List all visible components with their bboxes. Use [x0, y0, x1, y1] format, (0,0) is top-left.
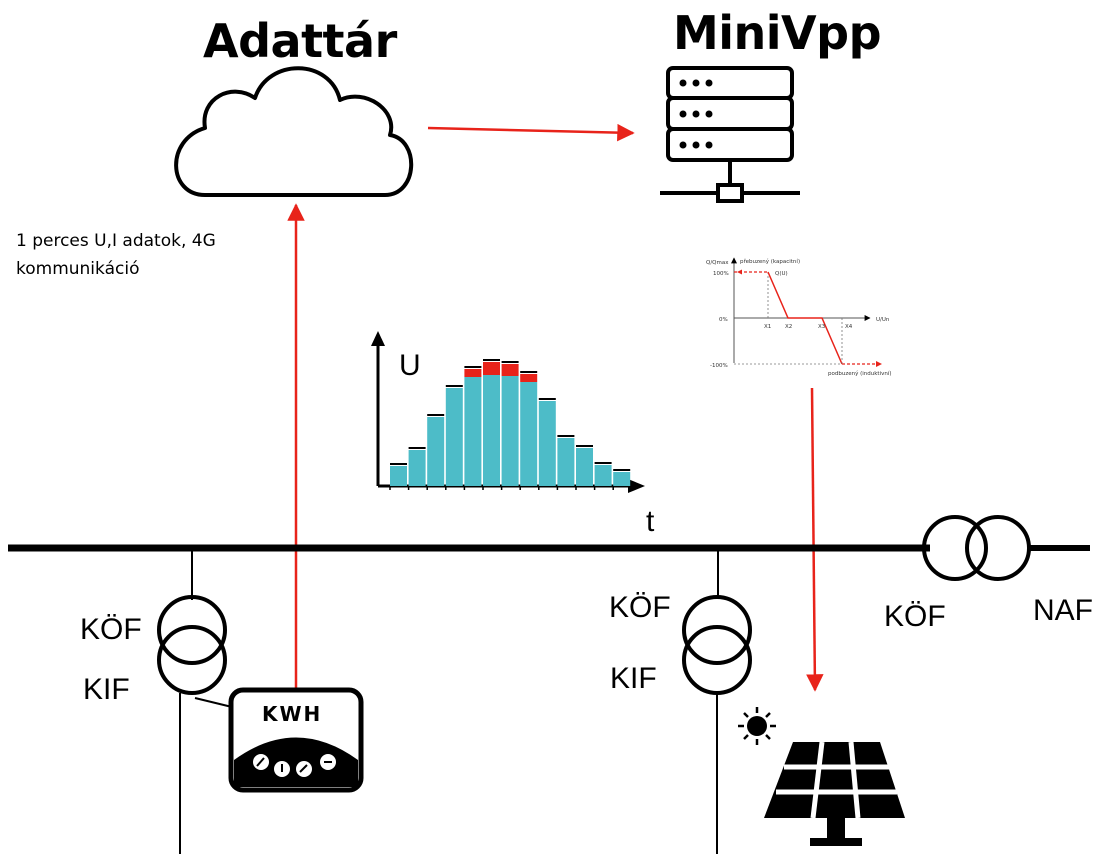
mini-chart-overflow — [520, 374, 538, 382]
transformer-mid — [682, 595, 752, 695]
mini-chart-overflow — [483, 362, 500, 375]
transformer-koef-naf — [922, 515, 1031, 581]
mini-chart-x-label: t — [646, 505, 655, 538]
mini-chart-cap — [520, 371, 538, 373]
mini-chart-bar — [427, 417, 445, 486]
qu-curve-chart — [731, 257, 882, 367]
qu-label-minus100: -100% — [710, 363, 728, 369]
mini-chart-cap — [408, 447, 426, 449]
qu-y-label: Q/Qmax — [706, 260, 729, 266]
mini-chart-bar — [464, 377, 482, 486]
mini-chart-cap — [427, 414, 445, 416]
data-note: 1 perces U,I adatok, 4G kommunikáció — [16, 227, 216, 283]
qu-tick-x3: X3 — [818, 324, 826, 330]
mini-chart-bar — [408, 450, 426, 486]
qu-tick-x4: X4 — [845, 324, 853, 330]
mini-chart-bar — [538, 401, 556, 486]
mini-chart-cap — [464, 366, 482, 368]
sun-icon — [738, 707, 776, 745]
mini-chart-overflow — [501, 364, 519, 376]
mini-chart-bar — [557, 438, 575, 486]
mini-chart-cap — [483, 359, 500, 361]
data-note-line2: kommunikáció — [16, 259, 140, 279]
qu-bottom-label: podbuzený (induktivní) — [828, 370, 892, 377]
qu-curve-name: Q(U) — [775, 271, 788, 277]
solar-panel-icon — [764, 741, 905, 846]
qu-tick-x2: X2 — [785, 324, 792, 330]
vpp-to-solar-arrow — [806, 387, 824, 692]
mini-chart-cap — [557, 435, 575, 437]
left-lv-label: KIF — [83, 673, 130, 706]
meter-connection — [194, 697, 233, 708]
mini-chart-bar — [576, 448, 593, 486]
qu-x-label: U/Un — [876, 317, 890, 323]
cloud-icon — [174, 66, 414, 197]
mid-lv-label: KIF — [610, 662, 657, 695]
mini-chart-bar — [613, 472, 631, 486]
mini-chart-cap — [613, 469, 631, 471]
server-icon — [660, 66, 800, 203]
mini-chart-cap — [594, 462, 612, 464]
right-hv-label: NAF — [1033, 594, 1093, 627]
data-note-line1: 1 perces U,I adatok, 4G — [16, 231, 216, 251]
left-mv-label: KÖF — [80, 613, 142, 646]
mini-chart-cap — [445, 385, 463, 387]
mid-mv-label: KÖF — [609, 591, 671, 624]
vpp-title: MiniVpp — [673, 6, 882, 60]
mini-chart-bar — [445, 388, 463, 486]
kwh-meter-icon — [228, 687, 364, 793]
mini-chart-cap — [538, 398, 556, 400]
mini-chart-bar — [594, 465, 612, 486]
transformer-left — [157, 595, 227, 695]
storage-title: Adattár — [203, 14, 397, 68]
mini-chart-y-label: U — [399, 349, 421, 382]
mini-chart-overflow — [464, 369, 482, 377]
qu-top-label: přebuzený (kapacitní) — [740, 258, 800, 265]
qu-label-0: 0% — [719, 317, 728, 323]
mini-chart-bar — [520, 382, 538, 486]
right-mv-label: KÖF — [884, 600, 946, 633]
meter-label: KWH — [262, 702, 323, 726]
mini-chart-bars — [389, 359, 631, 490]
cloud-to-vpp-arrow — [427, 123, 635, 142]
mini-chart-bar — [483, 375, 500, 486]
qu-tick-x1: X1 — [764, 324, 771, 330]
mini-chart-cap — [501, 361, 519, 363]
mini-chart-bar — [390, 466, 407, 486]
mini-chart-bar — [501, 376, 519, 486]
mini-chart-cap — [390, 463, 407, 465]
qu-label-100: 100% — [713, 271, 729, 277]
mini-chart-cap — [576, 445, 593, 447]
